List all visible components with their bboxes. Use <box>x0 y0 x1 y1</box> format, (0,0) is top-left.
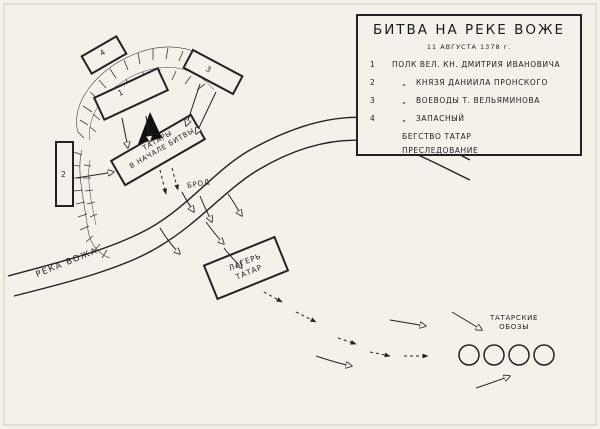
regiment-1-box <box>92 67 170 121</box>
tatar-camp-box <box>202 235 290 301</box>
legend-date: 11 АВГУСТА 1378 г. <box>426 43 512 51</box>
legend-item-num: 3 <box>370 96 376 105</box>
hill-hachures <box>69 46 231 259</box>
tatar-convoys <box>458 344 555 366</box>
legend-item-3: 3 „ ВОЕВОДЫ Т. ВЕЛЬЯМИНОВА <box>358 94 580 108</box>
legend-item-num: 4 <box>370 114 376 123</box>
legend-item-num: 1 <box>370 60 376 69</box>
legend-flight: БЕГСТВО ТАТАР <box>358 130 580 144</box>
regiment-3-box <box>182 48 244 96</box>
attack-arrows <box>75 83 217 179</box>
legend-title: БИТВА НА РЕКЕ ВОЖЕ <box>372 22 566 38</box>
legend-item-num: 2 <box>370 78 376 87</box>
regiment-2-label: 2 <box>61 170 67 179</box>
regiment-4-box <box>80 34 128 76</box>
legend-item-2: 2 „ КНЯЗЯ ДАНИИЛА ПРОНСКОГО <box>358 76 580 90</box>
legend-item-ditto: „ <box>402 78 407 87</box>
legend-item-ditto: „ <box>402 96 407 105</box>
legend-item-4: 4 „ ЗАПАСНЫЙ <box>358 112 580 126</box>
legend-pursuit-label: ПРЕСЛЕДОВАНИЕ <box>402 146 479 155</box>
legend-item-text: КНЯЗЯ ДАНИИЛА ПРОНСКОГО <box>416 78 549 87</box>
convoys-line1: ТАТАРСКИЕ <box>490 314 539 322</box>
legend-flight-label: БЕГСТВО ТАТАР <box>402 132 472 141</box>
flight-arrows <box>159 167 429 359</box>
legend-item-text: ПОЛК ВЕЛ. КН. ДМИТРИЯ ИВАНОВИЧА <box>392 60 561 69</box>
legend-item-1: 1 ПОЛК ВЕЛ. КН. ДМИТРИЯ ИВАНОВИЧА <box>358 58 580 72</box>
legend-item-text: ЗАПАСНЫЙ <box>416 114 465 123</box>
regiment-2-box <box>55 141 74 207</box>
convoys-label: ТАТАРСКИЕ ОБОЗЫ <box>490 314 538 332</box>
legend-item-ditto: „ <box>402 114 407 123</box>
attack-wedge <box>138 112 162 144</box>
convoys-line2: ОБОЗЫ <box>499 323 530 331</box>
legend-item-text: ВОЕВОДЫ Т. ВЕЛЬЯМИНОВА <box>416 96 541 105</box>
legend-pursuit: ПРЕСЛЕДОВАНИЕ <box>358 144 580 158</box>
pursuit-arrows <box>159 191 510 389</box>
legend-box: БИТВА НА РЕКЕ ВОЖЕ 11 АВГУСТА 1378 г. 1 … <box>356 14 582 156</box>
